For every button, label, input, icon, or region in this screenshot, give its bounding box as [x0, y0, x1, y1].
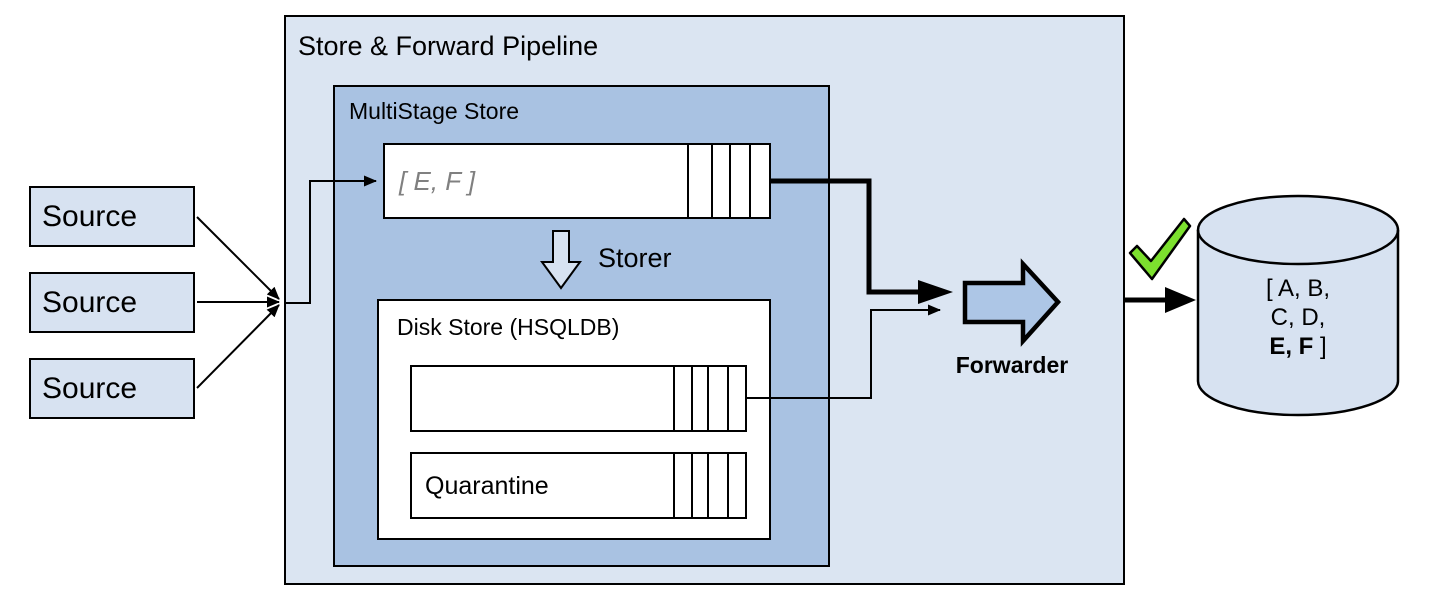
- memory-queue: [ E, F ]: [383, 143, 771, 219]
- connector-source1-to-pipeline: [196, 216, 280, 300]
- pipeline-title: Store & Forward Pipeline: [298, 31, 599, 61]
- queue-slot-divider: [687, 145, 689, 217]
- database-line-3: E, F ]: [1198, 332, 1398, 361]
- database-cylinder-rim: [1196, 229, 1400, 266]
- disk-store-title: Disk Store (HSQLDB): [397, 314, 620, 340]
- database-line-1: [ A, B,: [1265, 275, 1331, 302]
- database-content: [ A, B, C, D, E, F ]: [1198, 274, 1398, 361]
- forwarder-label: Forwarder: [955, 352, 1069, 378]
- source-box-2: Source: [29, 272, 195, 333]
- database-line-3-suffix: ]: [1313, 333, 1327, 360]
- quarantine-queue: Quarantine: [410, 452, 747, 519]
- queue-slot-divider: [707, 367, 709, 430]
- queue-slot-divider: [749, 145, 751, 217]
- queue-slot-divider: [691, 367, 693, 430]
- queue-slot-divider: [673, 454, 675, 517]
- connector-forwarder-to-database-arrowhead: [1165, 287, 1196, 313]
- source-box-3: Source: [29, 358, 195, 419]
- memory-queue-content: [ E, F ]: [399, 165, 476, 196]
- quarantine-label: Quarantine: [425, 471, 549, 500]
- success-checkmark-icon: [1128, 217, 1192, 281]
- queue-slot-divider: [673, 367, 675, 430]
- queue-slot-divider: [729, 145, 731, 217]
- disk-queue: [410, 365, 747, 432]
- source-label: Source: [42, 285, 138, 319]
- queue-slot-divider: [711, 145, 713, 217]
- database-line-3-bold: E, F: [1269, 333, 1314, 360]
- queue-slot-divider: [691, 454, 693, 517]
- storer-label: Storer: [598, 243, 672, 273]
- source-label: Source: [42, 371, 138, 405]
- connector-source3-to-pipeline: [196, 304, 280, 389]
- queue-slot-divider: [727, 367, 729, 430]
- source-label: Source: [42, 199, 138, 233]
- queue-slot-divider: [707, 454, 709, 517]
- multistage-title: MultiStage Store: [349, 98, 520, 124]
- source-box-1: Source: [29, 186, 195, 247]
- database-line-2: C, D,: [1270, 304, 1326, 331]
- queue-slot-divider: [727, 454, 729, 517]
